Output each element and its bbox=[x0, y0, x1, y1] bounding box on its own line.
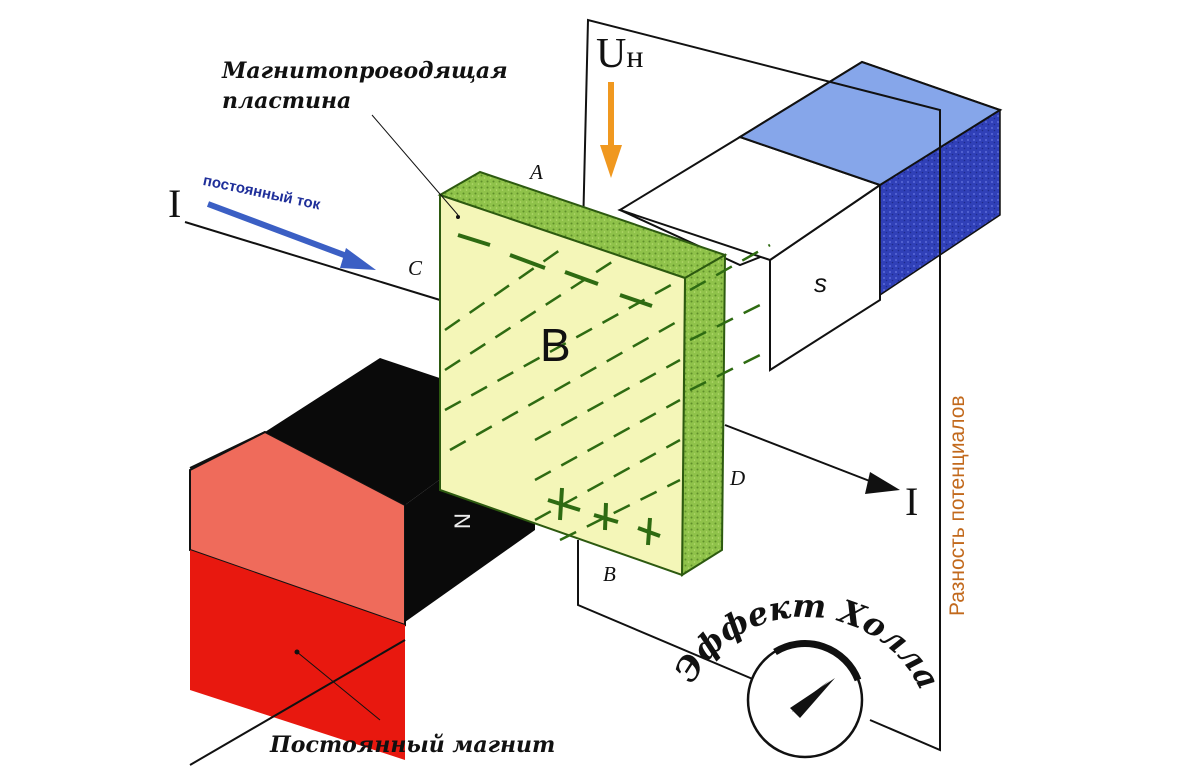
corner-label-b: B bbox=[603, 562, 616, 586]
wire-meter bbox=[577, 540, 756, 681]
plate-label-line2: пластина bbox=[222, 88, 352, 114]
current-out-arrow-icon bbox=[865, 472, 900, 494]
magnet-leader-line bbox=[296, 651, 381, 721]
pole-s-label: S bbox=[814, 268, 827, 298]
wire-current-out bbox=[724, 424, 881, 486]
pole-n-label: N bbox=[449, 513, 475, 529]
hall-voltage-label: Uн bbox=[596, 31, 644, 77]
plate-label-line1: Магнитопроводящая bbox=[222, 58, 508, 84]
hall-voltage-arrow-icon bbox=[600, 82, 622, 178]
potential-difference-label: Разность потенциалов bbox=[946, 395, 969, 616]
wire-current-in bbox=[184, 221, 441, 301]
current-out-label: I bbox=[905, 479, 919, 524]
field-label: B bbox=[540, 319, 571, 371]
corner-label-d: D bbox=[730, 466, 746, 490]
current-arrow-icon bbox=[206, 201, 376, 270]
magnet-s-pole bbox=[617, 60, 1003, 372]
magnet-label: Постоянный магнит bbox=[270, 732, 556, 758]
corner-label-c: C bbox=[408, 256, 423, 280]
corner-label-a: A bbox=[530, 160, 543, 184]
wire-hall-voltage bbox=[582, 18, 941, 752]
magnetic-plate bbox=[437, 170, 771, 577]
current-in-label: I bbox=[168, 181, 182, 226]
plate-leader-line bbox=[371, 114, 459, 216]
voltmeter-icon bbox=[746, 640, 864, 759]
